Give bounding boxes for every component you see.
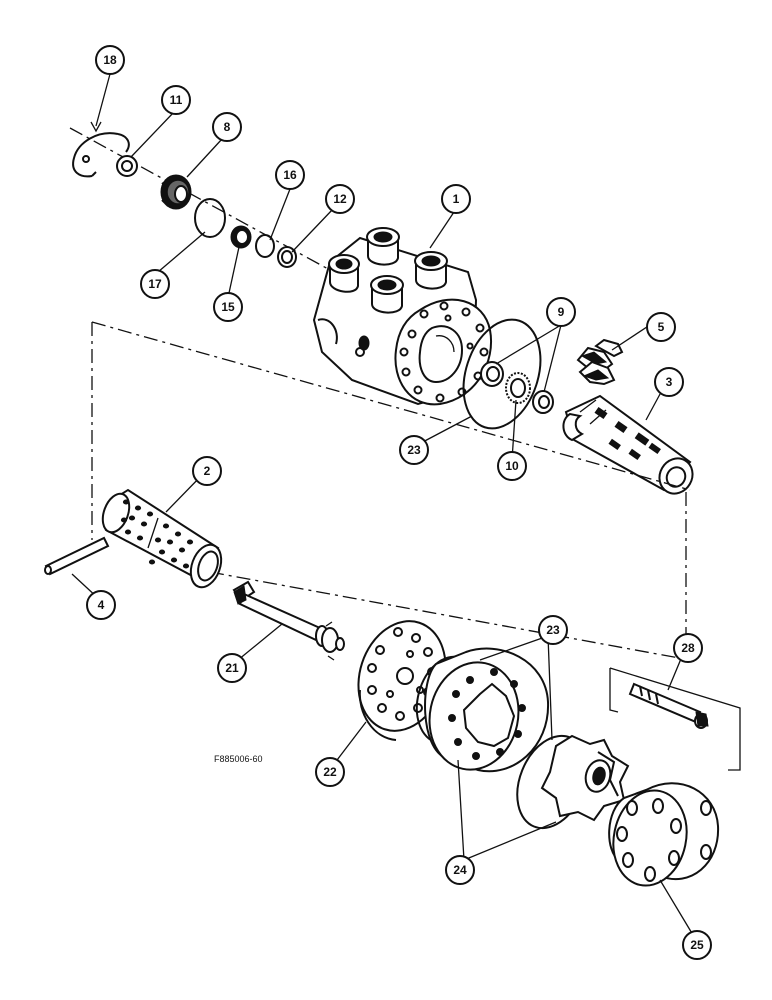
callout-1: 1 bbox=[441, 184, 471, 214]
housing-part bbox=[312, 227, 492, 406]
callout-23-upper: 23 bbox=[399, 435, 429, 465]
retaining-ring-part bbox=[72, 132, 130, 178]
callout-2: 2 bbox=[192, 456, 222, 486]
drive-shaft-part bbox=[232, 580, 345, 661]
rotor-star-part bbox=[540, 734, 630, 822]
svg-text:8: 8 bbox=[224, 120, 231, 134]
seal-gland-part bbox=[160, 174, 192, 210]
callout-17: 17 bbox=[140, 269, 170, 299]
callout-28: 28 bbox=[673, 633, 703, 663]
callout-5: 5 bbox=[646, 312, 676, 342]
callout-18: 18 bbox=[95, 45, 125, 75]
svg-text:4: 4 bbox=[98, 598, 105, 612]
callout-24: 24 bbox=[445, 855, 475, 885]
callout-21: 21 bbox=[217, 653, 247, 683]
svg-text:23: 23 bbox=[407, 443, 421, 457]
svg-text:1: 1 bbox=[453, 192, 460, 206]
seal-ring-part bbox=[230, 225, 252, 249]
svg-text:16: 16 bbox=[283, 168, 297, 182]
callout-22: 22 bbox=[315, 757, 345, 787]
svg-text:22: 22 bbox=[323, 765, 337, 779]
small-ring-part bbox=[277, 246, 297, 268]
valve-plate-part bbox=[357, 620, 447, 741]
svg-text:12: 12 bbox=[333, 192, 347, 206]
sleeve-part bbox=[101, 488, 223, 589]
figure-id: F885006-60 bbox=[214, 754, 263, 764]
svg-text:15: 15 bbox=[221, 300, 235, 314]
svg-text:10: 10 bbox=[505, 459, 519, 473]
pin-part bbox=[44, 536, 110, 576]
callout-8: 8 bbox=[212, 112, 242, 142]
callout-3: 3 bbox=[654, 367, 684, 397]
svg-text:21: 21 bbox=[225, 661, 239, 675]
callout-15: 15 bbox=[213, 292, 243, 322]
svg-text:11: 11 bbox=[170, 93, 183, 107]
gerotor-ring-part bbox=[424, 647, 550, 773]
thrust-washer-right-part bbox=[532, 390, 554, 414]
svg-text:17: 17 bbox=[148, 277, 162, 291]
gasket-upper-part bbox=[462, 318, 542, 430]
callout-9: 9 bbox=[546, 297, 576, 327]
callout-11: 11 bbox=[161, 85, 191, 115]
svg-text:18: 18 bbox=[103, 53, 117, 67]
o-ring-part bbox=[194, 198, 226, 238]
spool-sleeve-part bbox=[562, 394, 694, 495]
end-cap-part bbox=[608, 782, 720, 887]
needle-bearing-part bbox=[505, 372, 531, 404]
svg-text:28: 28 bbox=[681, 641, 695, 655]
washer-part bbox=[116, 155, 138, 177]
frame-line-diagonal-middle bbox=[209, 571, 691, 661]
callout-25: 25 bbox=[682, 930, 712, 960]
callout-23-middle: 23 bbox=[538, 615, 568, 645]
callout-16: 16 bbox=[275, 160, 305, 190]
callout-4: 4 bbox=[86, 590, 116, 620]
callout-10: 10 bbox=[497, 451, 527, 481]
svg-text:5: 5 bbox=[658, 320, 665, 334]
thrust-washer-left-part bbox=[480, 361, 504, 387]
frame-line-diagonal-top bbox=[91, 321, 691, 491]
svg-text:9: 9 bbox=[558, 305, 565, 319]
centering-springs-part bbox=[576, 338, 624, 386]
svg-text:25: 25 bbox=[690, 938, 704, 952]
svg-text:3: 3 bbox=[666, 375, 673, 389]
bolt-part bbox=[609, 667, 741, 771]
svg-text:24: 24 bbox=[453, 863, 467, 877]
svg-text:2: 2 bbox=[204, 464, 211, 478]
svg-text:23: 23 bbox=[546, 623, 560, 637]
callout-12: 12 bbox=[325, 184, 355, 214]
callout-bubbles: 18 11 8 16 12 1 17 15 9 5 3 23 10 2 4 21… bbox=[86, 45, 712, 960]
thin-ring-part bbox=[255, 234, 275, 258]
